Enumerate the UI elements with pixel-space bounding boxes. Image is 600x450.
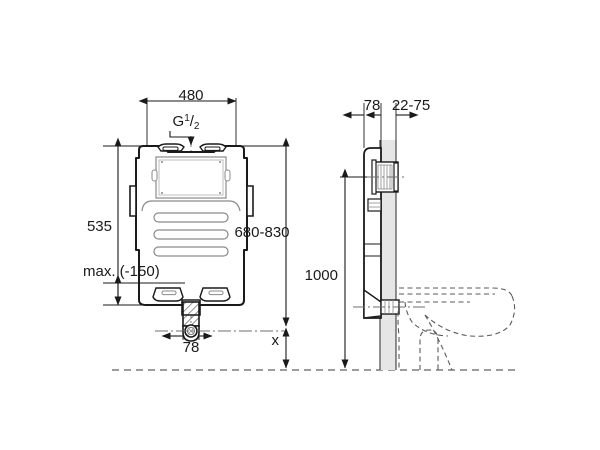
side-view-group: 78 22-75 1000: [305, 97, 516, 371]
toilet-pedestal-front: [424, 314, 453, 371]
toilet-outline: [397, 287, 516, 371]
thread-label-numerator: 1: [184, 113, 190, 124]
dimension-1000-label: 1000: [305, 267, 338, 284]
dimension-78-front: 78: [161, 331, 213, 356]
cistern-rib: [153, 246, 229, 257]
dimension-1000: 1000: [305, 168, 367, 369]
cistern-rib: [153, 229, 229, 240]
side-internal-valve: [367, 198, 382, 212]
dimension-max-150-label: max. (-150): [83, 263, 160, 280]
dimension-78-side: 78: [342, 97, 382, 160]
thread-label-slash: /: [190, 113, 195, 130]
dimension-78-front-label: 78: [183, 339, 200, 356]
toilet-bowl-right: [424, 295, 516, 337]
flush-pipe-hatch: [183, 302, 199, 326]
dimension-480: 480: [138, 87, 237, 146]
cistern-right-bracket: [246, 185, 254, 217]
toilet-bowl-inner: [404, 301, 449, 337]
dimension-480-label: 480: [178, 87, 203, 104]
dimension-535-label: 535: [87, 218, 112, 235]
leader-line: [169, 131, 195, 146]
cistern-access-panel: [151, 156, 231, 199]
thread-label-prefix: G: [173, 113, 185, 130]
dimension-680-830: 680-830: [234, 137, 290, 327]
cistern-rib-group: [153, 212, 229, 257]
cistern-left-bracket: [129, 185, 137, 217]
toilet-pedestal-back: [397, 302, 400, 370]
dimension-x-label: x: [272, 332, 280, 349]
thread-label-group: G1/2: [173, 113, 200, 132]
cistern-shoulder-line: [141, 200, 241, 212]
cistern-rib: [153, 212, 229, 223]
front-view-group: 480 G1/2 535 max. (-150) 7: [83, 87, 290, 369]
callout-g-half: G1/2: [169, 113, 200, 146]
toilet-seat-top: [399, 287, 513, 297]
thread-label-denominator: 2: [194, 121, 200, 132]
dimension-x: x: [272, 327, 290, 369]
flush-pipe: [181, 299, 201, 342]
cistern-bottom-lugs: [152, 287, 231, 302]
cistern-top-lugs: [157, 143, 227, 152]
dimension-max-150: max. (-150): [83, 263, 185, 302]
dimension-22-75: 22-75: [392, 97, 430, 140]
toilet-pedestal-cutout: [419, 329, 439, 370]
dimension-680-830-label: 680-830: [234, 224, 289, 241]
dimension-22-75-label: 22-75: [392, 97, 430, 114]
dimension-78-side-label: 78: [364, 97, 381, 114]
